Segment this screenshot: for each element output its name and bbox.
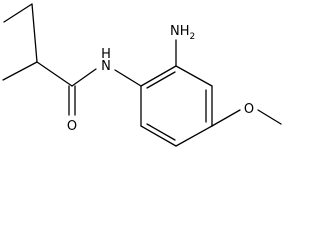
bond-carbonyl-nitrogen — [71, 68, 97, 87]
carbonyl-oxygen-label: O — [67, 119, 77, 134]
amide-hydrogen-label: H — [101, 47, 111, 62]
amino-subscript: 2 — [190, 32, 196, 42]
bond-ethyl-ch2 — [31, 3, 38, 63]
bond-methoxy-methyl — [257, 109, 282, 125]
bond-ring-5-6-inner — [146, 123, 176, 141]
amide-nitrogen-label: N — [101, 59, 111, 74]
bond-ring-2-3 — [175, 65, 213, 87]
bond-ring-1-2-inner — [146, 71, 176, 89]
amino-label: NH2 — [170, 24, 195, 42]
methoxy-oxygen-label: O — [244, 102, 254, 117]
bond-nitrogen-ring — [114, 69, 142, 87]
chemical-structure: NH2 N H O O — [2, 3, 282, 147]
bond-ring-5-6 — [140, 125, 177, 147]
bond-ring-methoxy — [211, 109, 241, 127]
bond-ring-1-2 — [140, 65, 177, 87]
bond-alpha-carbonyl — [36, 61, 73, 87]
amino-nh-text: NH — [170, 24, 190, 39]
bond-alpha-methyl — [2, 61, 38, 81]
bond-ethyl-end — [3, 3, 33, 23]
bond-ring-4-5 — [175, 125, 213, 147]
